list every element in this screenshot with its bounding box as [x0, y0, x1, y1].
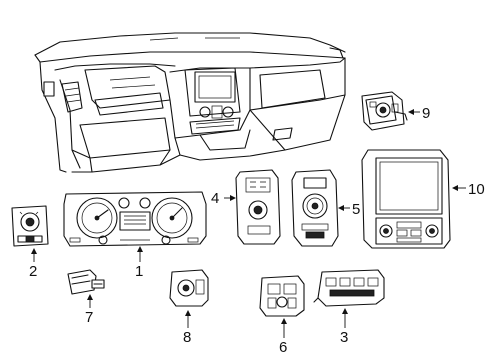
callout-9: 9 — [422, 105, 430, 122]
callout-5: 5 — [352, 201, 360, 218]
callout-8: 8 — [183, 329, 191, 346]
part-4-shifter-bezel — [235, 169, 281, 245]
part-9-bezel — [361, 91, 408, 131]
part-5-rotary-shifter — [291, 169, 339, 247]
leader-lines — [31, 109, 466, 338]
callout-2: 2 — [29, 263, 37, 280]
callout-1: 1 — [135, 263, 143, 280]
part-7-connector — [67, 269, 105, 295]
callout-3: 3 — [340, 329, 348, 346]
part-3-switch-bank — [313, 269, 385, 307]
callout-7: 7 — [85, 309, 93, 326]
callout-4: 4 — [211, 190, 219, 207]
part-1-cluster — [63, 191, 207, 247]
callout-6: 6 — [279, 339, 287, 356]
callout-numbers: 1 2 3 4 5 6 7 8 9 10 — [29, 105, 485, 356]
part-10-radio — [361, 149, 451, 249]
instrument-panel — [34, 32, 346, 173]
part-6-wheel-switch — [259, 275, 305, 317]
callout-10: 10 — [468, 181, 485, 198]
part-2-headlamp-switch — [11, 205, 49, 247]
part-8-switch — [169, 269, 209, 307]
